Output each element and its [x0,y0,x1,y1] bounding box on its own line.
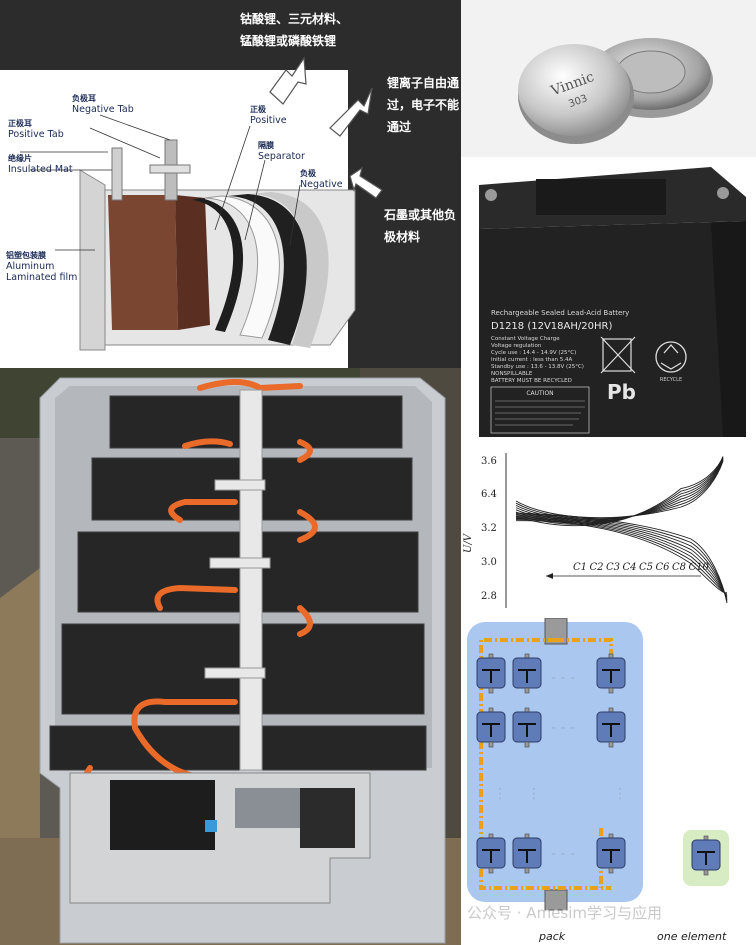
pack-terminal-bottom [544,889,568,911]
battery-spec-5: Standby use : 13.6 - 13.8V (25°C) [491,364,584,370]
cell-icon [476,707,506,748]
pack-schematic: - - - - - - - - - ⋮ ⋮ ⋮ 公众号 · Amesim学习与应… [461,618,756,945]
ellipsis-row-2: - - - [551,720,575,736]
negative-tab-label: 负极耳 Negative Tab [72,94,134,115]
coin-cell-drawing: Vinnic 303 [518,38,713,144]
one-element-cell [691,835,721,876]
y-tick-3: 3.0 [481,557,497,568]
y-tick-4: 2.8 [481,591,497,602]
battery-spec-6: NONSPILLABLE [491,371,533,377]
series-label: C8 [672,562,686,573]
charge-curve [515,460,724,520]
recycle-label: RECYCLE [660,377,682,383]
aluminum-film-label: 铝塑包装膜 Aluminum Laminated film [6,251,78,283]
ellipsis-row-1: - - - [551,670,575,686]
curve-lines [515,456,728,604]
charge-curve [515,456,724,525]
series-label: C10 [689,562,710,573]
pack-label: pack [538,930,566,943]
ev-battery-pack-photo [0,368,461,945]
lead-acid-drawing: Rechargeable Sealed Lead-Acid Battery D1… [479,167,746,437]
insulated-mat-label: 绝缘片 Insulated Mat [8,154,73,175]
cell-icon [691,835,721,876]
y-tick-0: 3.6 [481,456,497,467]
crossed-bin-icon [600,336,636,374]
pack-terminal-top [544,618,568,645]
y-tick-2: 3.2 [481,523,497,534]
separator-note: 锂离子自由通过，电子不能通过 [387,76,460,134]
battery-title: Rechargeable Sealed Lead-Acid Battery [491,309,629,317]
series-arrowhead [546,573,553,579]
pouch-cell-drawing [20,56,383,351]
discharge-curve [515,519,728,595]
battery-spec-2: Voltage regulation [491,343,542,349]
cathode-material-note: 钴酸锂、三元材料、锰酸锂或磷酸铁锂 [240,12,349,48]
cell-icon [596,707,626,748]
battery-model: D1218 (12V18AH/20HR) [491,321,612,332]
charge-curve [515,456,724,527]
discharge-curve [515,518,728,596]
ellipsis-col-2: ⋮ [527,786,541,802]
battery-spec-7: BATTERY MUST BE RECYCLED [491,378,572,384]
series-label: C4 [623,562,637,573]
cell-grid [476,653,626,874]
anode-material-note: 石墨或其他负极材料 [384,208,457,244]
battery-spec-1: Constant Voltage Charge [491,336,560,342]
battery-spec-4: Initial current : less than 5.4A [491,357,573,363]
cell-icon [512,833,542,874]
series-label: C5 [639,562,653,573]
cell-icon [596,653,626,694]
cell-icon [596,833,626,874]
cell-icon [512,707,542,748]
series-label: C6 [656,562,671,573]
cell-icon [512,653,542,694]
one-element-label: one element [657,930,727,943]
cell-icon [476,833,506,874]
positive-label: 正极 Positive [250,105,287,126]
separator-label: 隔膜 Separator [258,141,305,162]
ellipsis-row-3: - - - [551,846,575,862]
ellipsis-col-3: ⋮ [613,786,627,802]
discharge-curve [515,514,728,601]
charge-curve [515,457,724,524]
pouch-cell-diagram: 钴酸锂、三元材料、锰酸锂或磷酸铁锂 锂离子自由通过，电子不能通过 石墨或其他负极… [0,0,461,368]
positive-tab-label: 正极耳 Positive Tab [8,119,64,140]
charge-curve [515,460,724,519]
discharge-curve [515,520,728,594]
pack-schematic-svg: - - - - - - - - - ⋮ ⋮ ⋮ 公众号 · Amesim学习与应… [467,618,729,943]
discharge-curve [515,512,728,604]
series-label: C3 [606,562,620,573]
ellipsis-col-1: ⋮ [493,786,507,802]
y-axis-label: U/V [463,532,474,553]
lead-acid-battery-photo: Rechargeable Sealed Lead-Acid Battery D1… [461,157,756,443]
battery-caution: CAUTION [526,390,553,397]
recycle-icon [655,341,687,373]
series-label: C1 [573,562,587,573]
discharge-curve [515,515,728,599]
y-tick-1: 6.4 [481,489,497,500]
negative-label: 负极 Negative [300,169,343,190]
ev-battery-pack-drawing [0,368,461,945]
discharge-curve [515,516,728,598]
cell-icon [476,653,506,694]
battery-spec-3: Cycle use : 14.4 - 14.9V (25°C) [491,350,576,356]
watermark: 公众号 · Amesim学习与应用 [467,904,662,922]
coin-cell-photo: Vinnic 303 [461,0,756,157]
discharge-curve [515,513,728,602]
charge-curve [515,459,724,521]
pb-symbol: Pb [607,380,636,404]
series-label: C2 [590,562,604,573]
